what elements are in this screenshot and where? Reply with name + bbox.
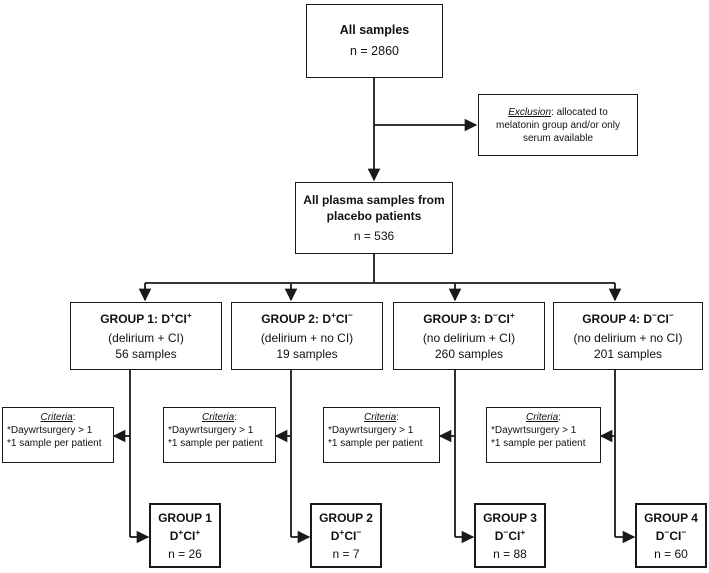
final-group-3-box: GROUP 3 D−CI+ n = 88 [474,503,546,568]
criteria-rule-2: *1 sample per patient [491,438,586,449]
final-group-1-box: GROUP 1 D+CI+ n = 26 [149,503,221,568]
criteria-heading: Criteria: [201,412,237,423]
criteria-box-2: Criteria: *Daywrtsurgery > 1 *1 sample p… [163,407,276,463]
plasma-samples-box: All plasma samples from placebo patients… [295,182,453,254]
exclusion-line-3: serum available [522,132,594,144]
group-3-samples: 260 samples [434,346,504,361]
criteria-rule-1: *Daywrtsurgery > 1 [491,425,577,436]
criteria-rule-1: *Daywrtsurgery > 1 [7,425,93,436]
final-group-4-code: D−CI− [655,526,687,543]
group-2-box: GROUP 2: D+CI− (delirium + no CI) 19 sam… [231,302,383,370]
all-samples-box: All samples n = 2860 [306,4,443,78]
all-samples-count: n = 2860 [349,44,399,58]
criteria-rule-2: *1 sample per patient [328,438,423,449]
criteria-heading: Criteria: [363,412,399,423]
group-2-samples: 19 samples [276,346,338,361]
exclusion-label: Exclusion [508,106,552,118]
all-samples-title: All samples [339,23,410,37]
criteria-rule-2: *1 sample per patient [168,438,263,449]
criteria-rule-1: *Daywrtsurgery > 1 [168,425,254,436]
group-4-heading: GROUP 4: D−CI− [582,309,674,326]
final-group-3-n: n = 88 [493,546,527,561]
group-4-desc: (no delirium + no CI) [573,330,683,345]
final-group-4-box: GROUP 4 D−CI− n = 60 [635,503,707,568]
criteria-rule-2: *1 sample per patient [7,438,102,449]
final-group-3-code: D−CI+ [494,526,526,543]
final-group-1-n: n = 26 [168,546,202,561]
group-1-samples: 56 samples [115,346,177,361]
final-group-2-n: n = 7 [332,546,360,561]
group-2-desc: (delirium + no CI) [260,330,354,345]
exclusion-line-2: melatonin group and/or only [496,119,620,131]
criteria-heading: Criteria: [40,412,76,423]
exclusion-line-1: Exclusion: allocated to [508,106,608,119]
plasma-count: n = 536 [353,229,395,243]
group-4-samples: 201 samples [593,346,663,361]
criteria-box-3: Criteria: *Daywrtsurgery > 1 *1 sample p… [323,407,440,463]
final-group-1-code: D+CI+ [169,526,201,543]
criteria-heading: Criteria: [525,412,561,423]
group-3-desc: (no delirium + CI) [422,330,516,345]
group-1-box: GROUP 1: D+CI+ (delirium + CI) 56 sample… [70,302,222,370]
exclusion-line-1-rest: : allocated to [551,106,608,118]
final-group-4-title: GROUP 4 [644,510,698,525]
final-group-4-n: n = 60 [654,546,688,561]
final-group-1-title: GROUP 1 [158,510,212,525]
criteria-box-1: Criteria: *Daywrtsurgery > 1 *1 sample p… [2,407,114,463]
final-group-2-box: GROUP 2 D+CI− n = 7 [310,503,382,568]
plasma-line-2: placebo patients [326,209,422,223]
group-2-heading: GROUP 2: D+CI− [261,309,353,326]
group-1-desc: (delirium + CI) [108,330,184,345]
group-3-heading: GROUP 3: D−CI+ [423,309,515,326]
criteria-rule-1: *Daywrtsurgery > 1 [328,425,414,436]
group-4-box: GROUP 4: D−CI− (no delirium + no CI) 201… [553,302,703,370]
group-3-box: GROUP 3: D−CI+ (no delirium + CI) 260 sa… [393,302,545,370]
final-group-2-title: GROUP 2 [319,510,373,525]
exclusion-box: Exclusion: allocated to melatonin group … [478,94,638,156]
criteria-box-4: Criteria: *Daywrtsurgery > 1 *1 sample p… [486,407,601,463]
final-group-3-title: GROUP 3 [483,510,537,525]
final-group-2-code: D+CI− [330,526,362,543]
plasma-line-1: All plasma samples from [303,193,445,207]
group-1-heading: GROUP 1: D+CI+ [100,309,192,326]
